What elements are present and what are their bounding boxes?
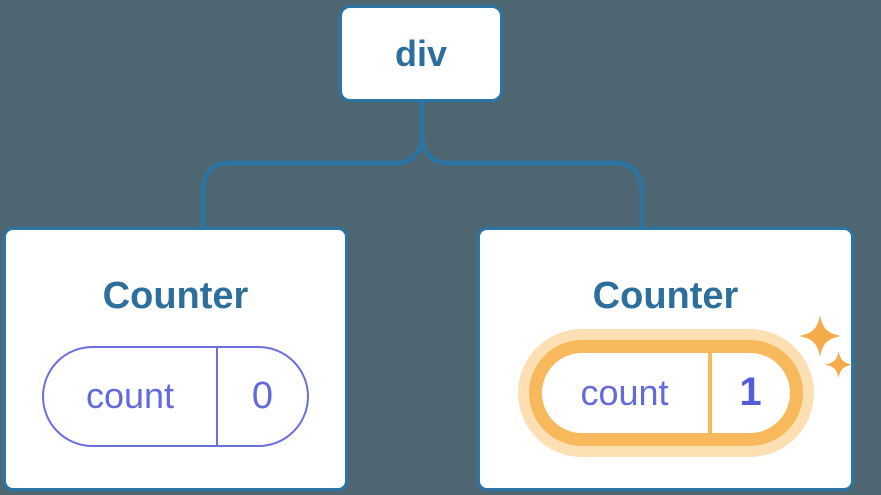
pill-divider xyxy=(216,347,218,445)
connector-left-branch xyxy=(200,102,425,227)
state-value: 1 xyxy=(739,370,762,415)
state-key-label: count xyxy=(580,371,669,413)
state-pill-highlighted: count 1 xyxy=(528,339,803,446)
connector-right-branch xyxy=(419,102,645,227)
sparkle-large xyxy=(799,315,841,357)
state-key-label: count xyxy=(85,375,175,417)
component-title: Counter xyxy=(592,275,739,317)
component-title: Counter xyxy=(102,275,249,317)
state-pill: count 0 xyxy=(42,345,309,447)
sparkle-small xyxy=(825,351,853,379)
state-value: 0 xyxy=(251,374,274,417)
counter-card-right: Counter count 1 xyxy=(477,227,854,491)
counter-card-left: Counter count 0 xyxy=(3,227,348,491)
tree-node-div: div xyxy=(339,5,503,102)
pill-divider xyxy=(707,352,712,433)
sparkles-icon xyxy=(799,315,853,379)
root-node-label: div xyxy=(394,32,447,74)
